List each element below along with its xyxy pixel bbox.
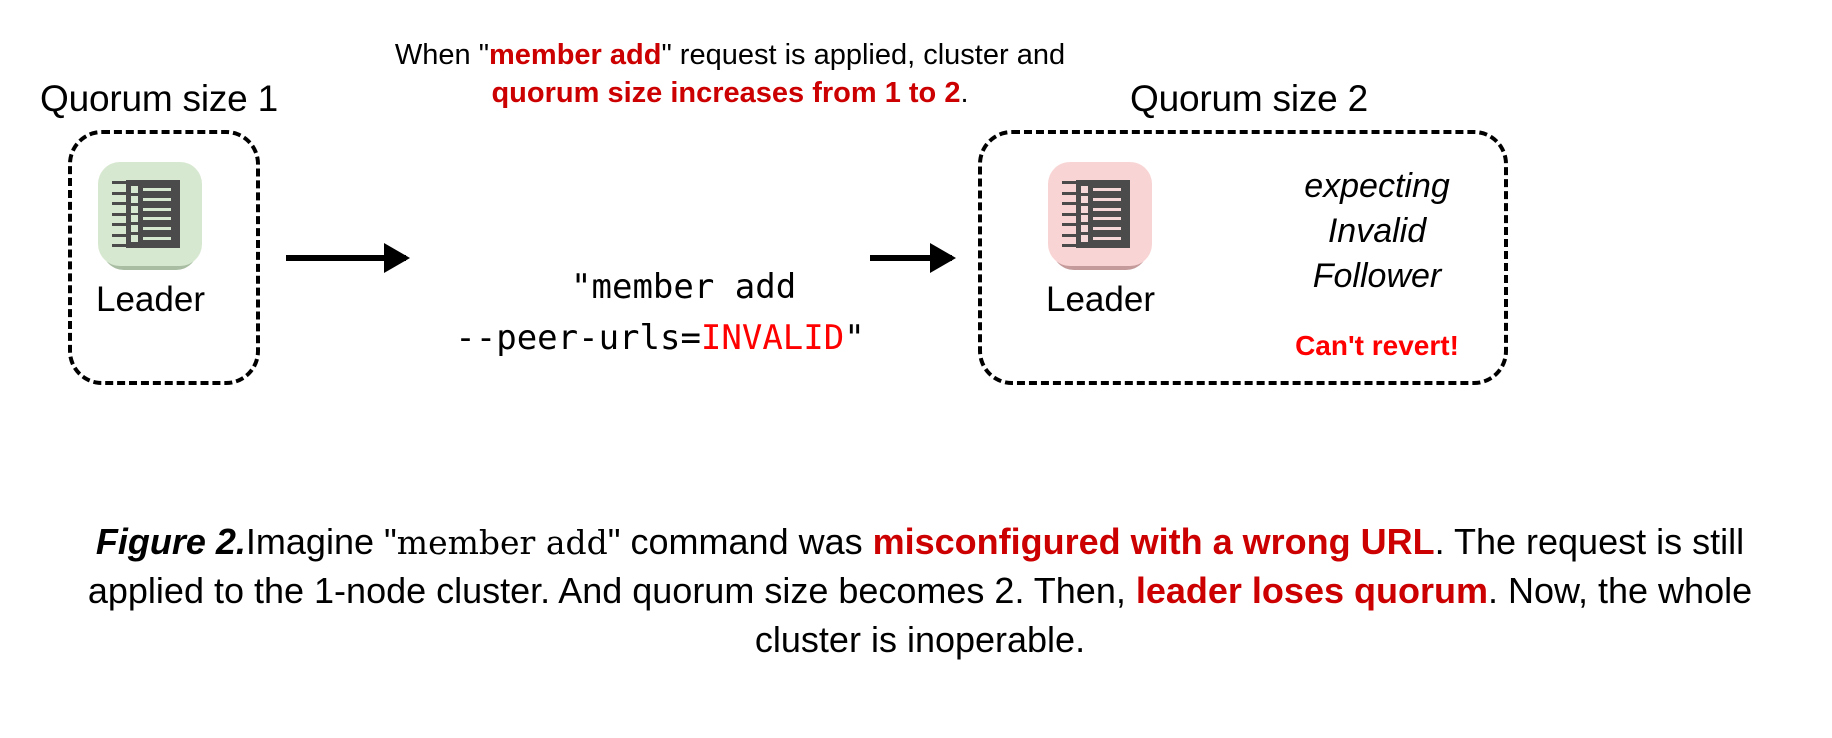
left-cluster-title: Quorum size 1	[40, 78, 278, 119]
member-add-command: "member add --peer-urls=INVALID"	[420, 212, 900, 413]
rack-ticks	[112, 181, 129, 247]
right-cluster-title: Quorum size 2	[1130, 78, 1368, 119]
rack-rows	[1081, 186, 1125, 242]
caption-tail: . Now, the whole cluster is inoperable.	[754, 569, 1753, 660]
left-leader-node: Leader	[96, 162, 205, 317]
command-line-2-suffix: "	[844, 317, 865, 358]
command-line-1: "member add	[571, 267, 797, 308]
cant-revert-warning: Can't revert!	[1295, 330, 1459, 361]
node-chip	[98, 162, 203, 266]
figure-caption: Figure 2.Imagine "member add" command wa…	[70, 518, 1770, 665]
top-note-text-1: When "	[394, 39, 489, 71]
node-chip	[1048, 162, 1153, 266]
caption-after-command: " command was	[607, 521, 873, 562]
figure-number: Figure 2.	[95, 521, 246, 562]
apply-request-arrow-icon	[286, 255, 406, 261]
expecting-line-1: expecting	[1304, 167, 1450, 205]
caption-inline-command: member add	[396, 523, 608, 562]
server-node-icon	[1048, 162, 1153, 274]
top-note-text-2: " request is applied, cluster and	[661, 39, 1066, 71]
right-leader-node: Leader	[1046, 162, 1155, 317]
rack-ticks	[1062, 181, 1079, 247]
caption-lead: Imagine "	[245, 521, 397, 562]
expecting-line-2: Invalid	[1327, 211, 1427, 250]
left-cluster-boundary	[68, 130, 260, 385]
top-annotation: When "member add" request is applied, cl…	[380, 36, 1080, 113]
command-invalid-value: INVALID	[700, 317, 845, 358]
top-note-bold-quorum-increase: quorum size increases from 1 to 2	[491, 77, 961, 110]
caption-middle: . The request is still applied to the 1-…	[87, 521, 1745, 611]
left-node-label: Leader	[96, 280, 205, 319]
result-arrow-icon	[870, 255, 952, 261]
caption-highlight-misconfigured: misconfigured with a wrong URL	[872, 521, 1435, 562]
command-line-2-prefix: --peer-urls=	[455, 317, 701, 358]
rack-rows	[131, 186, 175, 242]
caption-highlight-loses-quorum: leader loses quorum	[1135, 569, 1488, 611]
expecting-invalid-follower-text: expecting Invalid Follower	[1262, 164, 1492, 299]
right-node-label: Leader	[1046, 280, 1155, 319]
server-node-icon	[98, 162, 203, 274]
top-note-bold-member-add: member add	[489, 39, 662, 71]
right-cluster-boundary	[978, 130, 1508, 385]
expecting-line-3: Follower	[1312, 256, 1442, 295]
top-note-text-3: .	[960, 77, 969, 110]
